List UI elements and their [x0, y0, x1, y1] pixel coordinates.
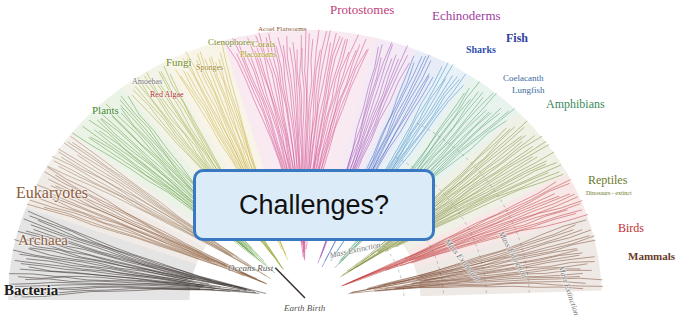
clade-label: Ctenophores	[208, 38, 254, 48]
clade-label: Sharks	[466, 44, 496, 55]
clade-label: Corals	[252, 40, 276, 50]
clade-label: Mass Extinction	[443, 238, 482, 284]
clade-label: Amoebas	[132, 78, 162, 87]
clade-label: Archaea	[18, 232, 68, 249]
clade-label: Oceans Rust	[228, 264, 273, 274]
clade-label: Coelacanth	[503, 74, 543, 84]
clade-label: Mass Extinction	[329, 241, 381, 260]
callout-box: Challenges?	[193, 169, 435, 241]
clade-label: Fish	[506, 32, 528, 45]
clade-label: Bacteria	[4, 282, 58, 299]
clade-label: Mass Extinction	[556, 265, 580, 317]
clade-label: Birds	[618, 222, 644, 235]
clade-label: Mass Extinction	[496, 230, 528, 280]
clade-label: Dinosaurs - extinct	[586, 190, 632, 197]
clade-label: Eukaryotes	[16, 184, 88, 202]
clade-label: Echinoderms	[432, 9, 501, 23]
clade-label: Placozoans	[240, 51, 276, 60]
clade-label: Plants	[92, 104, 119, 116]
callout-text: Challenges?	[239, 190, 389, 221]
clade-label: Red Algae	[150, 91, 184, 100]
clade-label: Protostomes	[330, 3, 394, 17]
clade-label: Sponges	[196, 64, 223, 73]
clade-label: Mammals	[628, 250, 675, 262]
clade-label: Reptiles	[588, 174, 627, 187]
clade-label: Amphibians	[546, 98, 605, 111]
trunk-line	[275, 268, 305, 298]
clade-label: Acoel Flatworms	[258, 26, 306, 34]
clade-label: Earth Birth	[284, 304, 325, 314]
clade-label: Lungfish	[512, 86, 545, 96]
clade-label: Fungi	[166, 56, 192, 68]
